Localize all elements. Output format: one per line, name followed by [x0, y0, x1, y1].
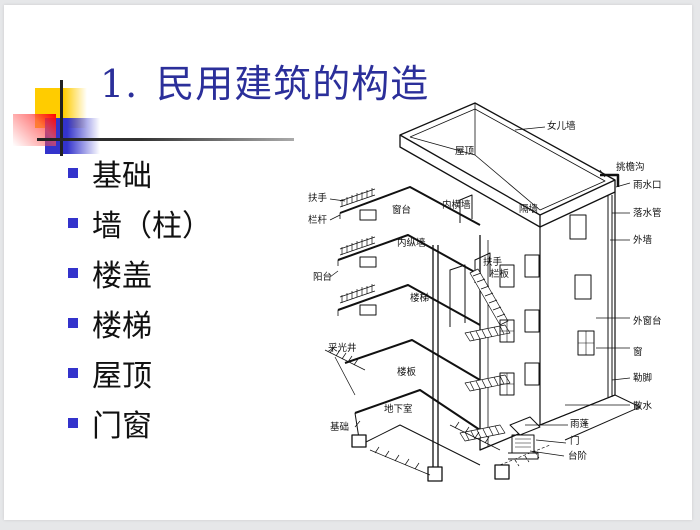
label-partition-wall: 隔墙 — [519, 204, 539, 215]
label-parapet: 女儿墙 — [547, 121, 576, 132]
deco-horizontal-rule — [37, 138, 294, 141]
bullet-square-icon — [68, 318, 78, 328]
bullet-square-icon — [68, 268, 78, 278]
label-balcony: 阳台 — [313, 272, 333, 283]
title-text: 民用建筑的构造 — [156, 62, 430, 106]
label-basement: 地下室 — [384, 404, 413, 415]
label-exterior-wall: 外墙 — [633, 235, 653, 246]
title-number: 1. — [100, 62, 139, 106]
label-roof: 屋顶 — [455, 146, 475, 157]
label-downpipe: 落水管 — [633, 208, 662, 219]
label-plinth: 勒脚 — [633, 373, 653, 384]
label-window: 窗 — [633, 347, 643, 358]
bullet-square-icon — [68, 218, 78, 228]
label-window-sill: 窗台 — [392, 205, 412, 216]
label-rain-outlet: 雨水口 — [633, 180, 662, 191]
bullet-square-icon — [68, 168, 78, 178]
deco-red-square — [13, 114, 56, 146]
bullet-square-icon — [68, 418, 78, 428]
slide-title: 1. 民用建筑的构造 — [100, 53, 429, 108]
label-stair-handrail: 扶手 — [483, 257, 503, 268]
bullet-list: 基础 墙（柱） 楼盖 楼梯 屋顶 门窗 — [68, 148, 212, 448]
label-stair-balustrade: 栏板 — [490, 269, 510, 280]
label-inner-cross-wall: 内横墙 — [442, 200, 471, 211]
bullet-item: 墙（柱） — [68, 198, 212, 248]
bullet-item: 屋顶 — [68, 348, 212, 398]
label-eaves-gutter: 挑檐沟 — [616, 162, 645, 173]
label-handrail: 扶手 — [308, 193, 328, 204]
label-door: 门 — [570, 436, 580, 447]
label-foundation: 基础 — [330, 422, 350, 433]
label-light-well: 采光井 — [328, 343, 357, 354]
label-railing: 栏杆 — [308, 215, 328, 226]
deco-vertical-line — [60, 80, 63, 156]
bullet-item: 门窗 — [68, 398, 212, 448]
label-floor-slab: 楼板 — [397, 367, 417, 378]
bullet-item: 楼梯 — [68, 298, 212, 348]
building-section-diagram: 女儿墙 屋顶 挑檐沟 雨水口 落水管 外墙 扶手 栏杆 窗台 内横墙 隔墙 内纵… — [300, 95, 680, 505]
building-drawing — [324, 102, 641, 482]
bullet-square-icon — [68, 368, 78, 378]
bullet-item: 基础 — [68, 148, 212, 198]
label-exterior-window-sill: 外窗台 — [633, 316, 662, 327]
label-inner-longitudinal-wall: 内纵墙 — [397, 238, 426, 249]
bullet-item: 楼盖 — [68, 248, 212, 298]
label-canopy: 雨蓬 — [570, 419, 590, 430]
label-staircase: 楼梯 — [410, 293, 430, 304]
label-steps: 台阶 — [568, 451, 588, 462]
label-apron: 散水 — [633, 401, 653, 412]
